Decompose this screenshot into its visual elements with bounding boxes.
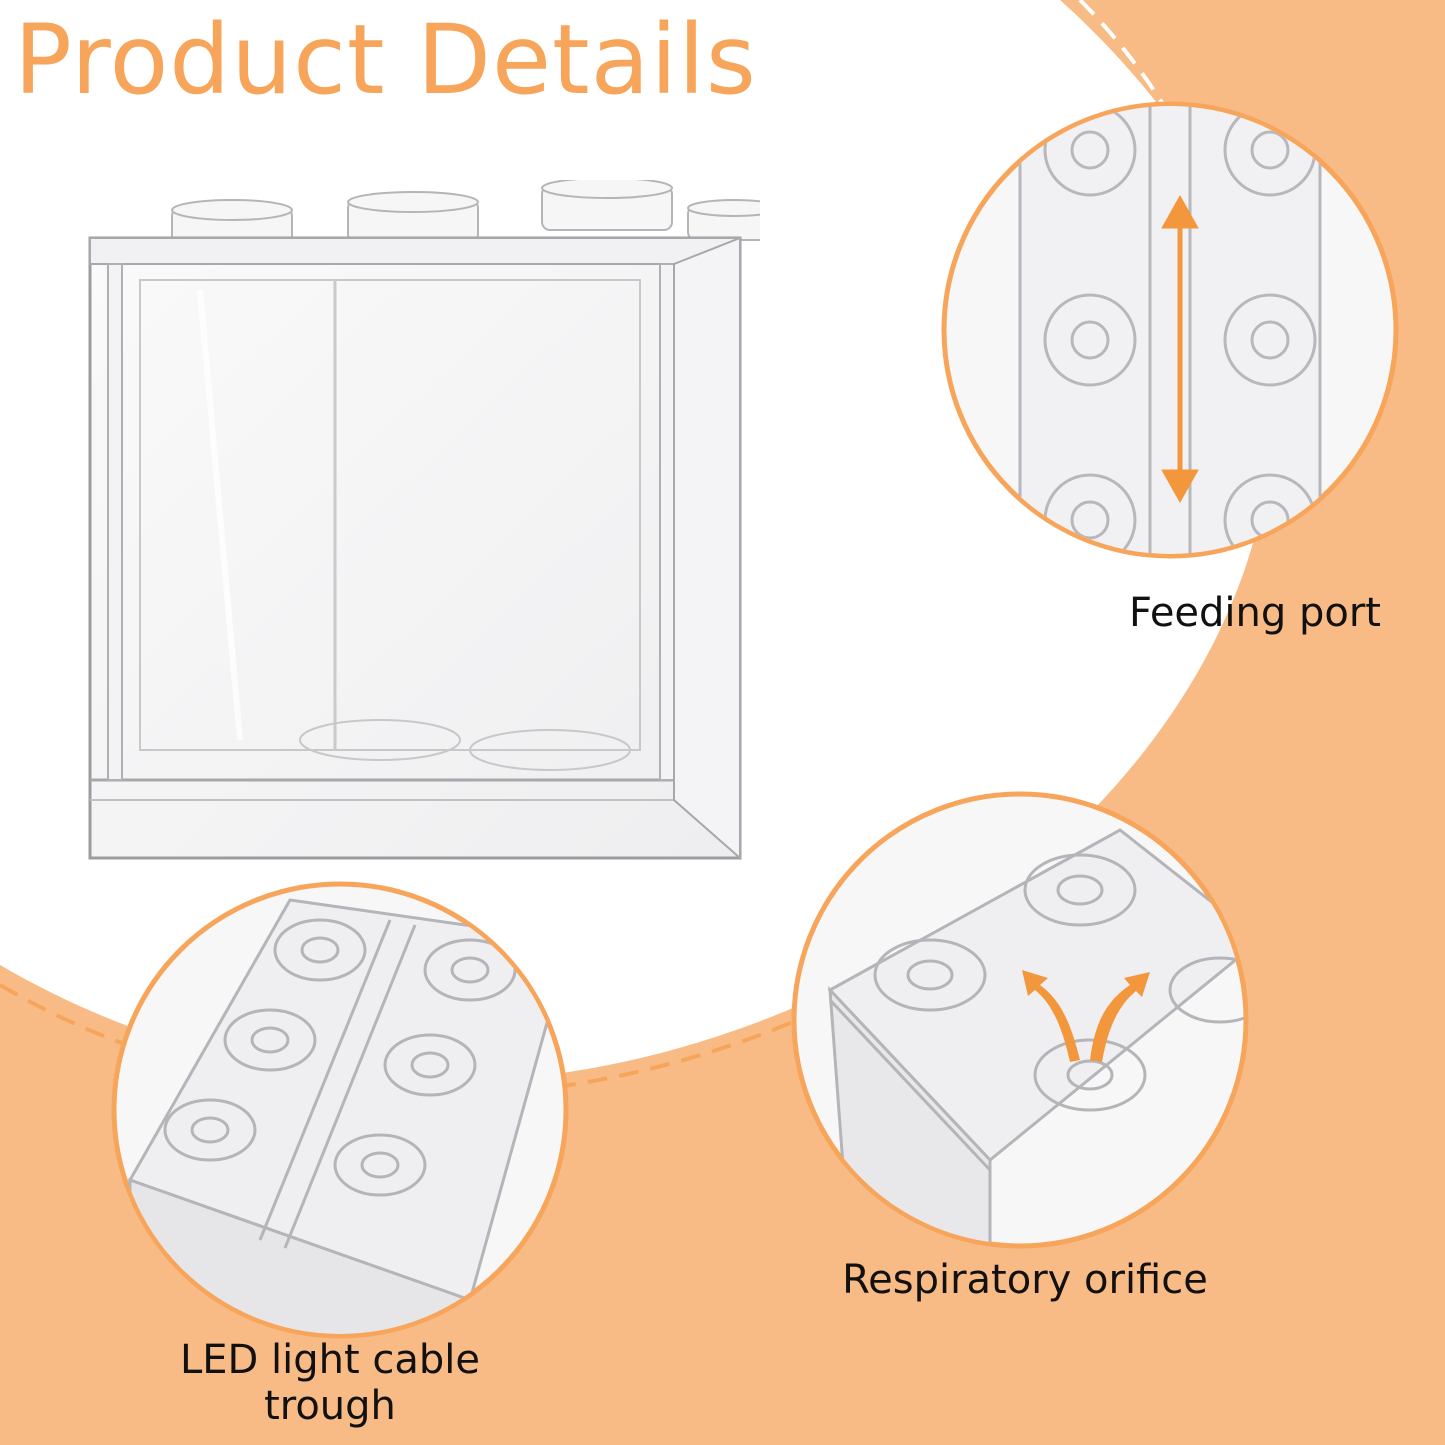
led-cable-trough-detail — [111, 881, 569, 1339]
led-caption-line1: LED light cable — [179, 1337, 481, 1383]
main-product-image — [88, 180, 760, 861]
led-cable-trough-caption: LED light cable trough — [150, 1337, 510, 1429]
led-caption-line2: trough — [264, 1383, 396, 1429]
respiratory-orifice-detail — [791, 791, 1249, 1249]
box-frame — [88, 236, 742, 860]
respiratory-orifice-caption: Respiratory orifice — [842, 1257, 1208, 1303]
feeding-port-caption: Feeding port — [1129, 590, 1381, 636]
curved-arrows-out-icon — [1022, 970, 1150, 1062]
page-title: Product Details — [14, 4, 757, 116]
feeding-port-detail — [941, 101, 1399, 559]
top-studs — [171, 180, 760, 249]
double-arrow-vertical-icon — [1161, 194, 1199, 504]
